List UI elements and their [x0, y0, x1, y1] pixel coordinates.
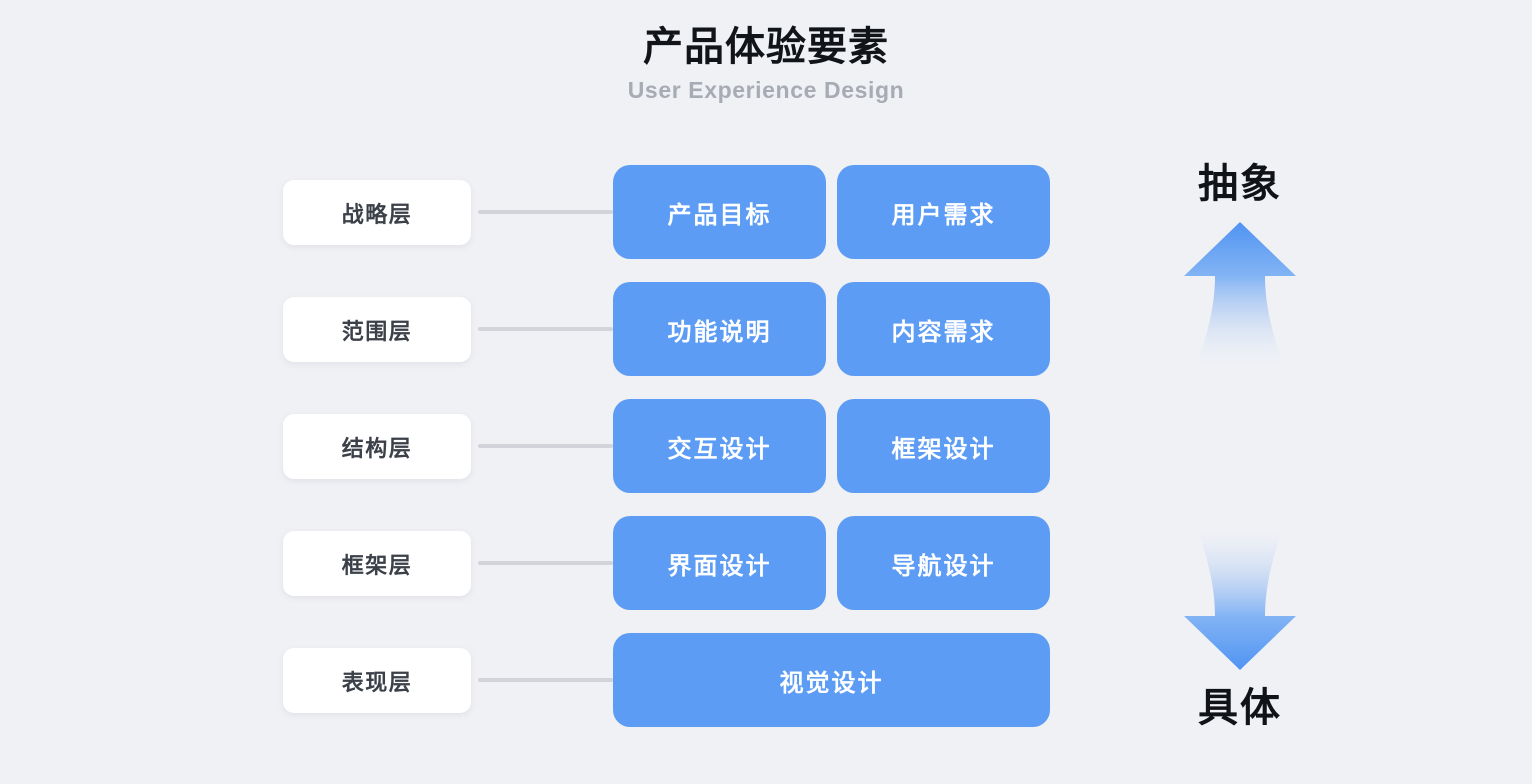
ux-layers-diagram: 战略层 产品目标 用户需求范围层 功能说明 内容需求结构层 交互设计 框架设计框架层 界面设计… [0, 165, 1532, 727]
element-card[interactable]: 导航设计 [837, 516, 1050, 610]
diagram-row: 范围层 功能说明 内容需求 [0, 282, 1532, 376]
connector-line [478, 327, 613, 331]
layer-label-3[interactable]: 框架层 [283, 531, 471, 596]
element-card-label: 内容需求 [891, 318, 996, 346]
connector-line [478, 678, 613, 682]
page-header: 产品体验要素 User Experience Design [0, 22, 1532, 105]
arrow-down-gradient-icon [1184, 530, 1296, 670]
layer-label-0[interactable]: 战略层 [283, 180, 471, 245]
element-card-label: 导航设计 [891, 552, 996, 580]
element-card-label: 功能说明 [667, 318, 772, 346]
layer-label-2[interactable]: 结构层 [283, 414, 471, 479]
element-card[interactable]: 界面设计 [613, 516, 826, 610]
page-subtitle: User Experience Design [627, 77, 905, 103]
element-card-label: 界面设计 [667, 552, 772, 580]
axis-label-abstract: 抽象 [1198, 162, 1282, 206]
layer-label-4[interactable]: 表现层 [283, 648, 471, 713]
connector-line [478, 210, 613, 214]
diagram-row: 结构层 交互设计 框架设计 [0, 399, 1532, 493]
diagram-row: 表现层 视觉设计 [0, 633, 1532, 727]
layer-label-1[interactable]: 范围层 [283, 297, 471, 362]
element-card[interactable]: 框架设计 [837, 399, 1050, 493]
element-card[interactable]: 用户需求 [837, 165, 1050, 259]
layer-label-text: 表现层 [341, 669, 413, 695]
diagram-row: 战略层 产品目标 用户需求 [0, 165, 1532, 259]
element-card[interactable]: 视觉设计 [613, 633, 1050, 727]
element-card[interactable]: 产品目标 [613, 165, 826, 259]
element-card[interactable]: 交互设计 [613, 399, 826, 493]
layer-label-text: 范围层 [341, 318, 413, 344]
arrow-up-gradient-icon [1184, 222, 1296, 362]
diagram-row: 框架层 界面设计 导航设计 [0, 516, 1532, 610]
element-card-label: 产品目标 [667, 201, 772, 229]
page-title: 产品体验要素 [643, 25, 889, 69]
layer-label-text: 框架层 [341, 552, 413, 578]
layer-label-text: 战略层 [341, 201, 413, 227]
element-card-label: 框架设计 [891, 435, 996, 463]
connector-line [478, 444, 613, 448]
element-card[interactable]: 内容需求 [837, 282, 1050, 376]
element-card-label: 用户需求 [891, 201, 996, 229]
abstraction-axis: 抽象 具体 [1140, 0, 1340, 784]
element-card-label: 交互设计 [667, 435, 772, 463]
layer-label-text: 结构层 [341, 435, 413, 461]
element-card[interactable]: 功能说明 [613, 282, 826, 376]
connector-line [478, 561, 613, 565]
axis-label-concrete: 具体 [1198, 686, 1282, 730]
element-card-label: 视觉设计 [779, 669, 884, 697]
